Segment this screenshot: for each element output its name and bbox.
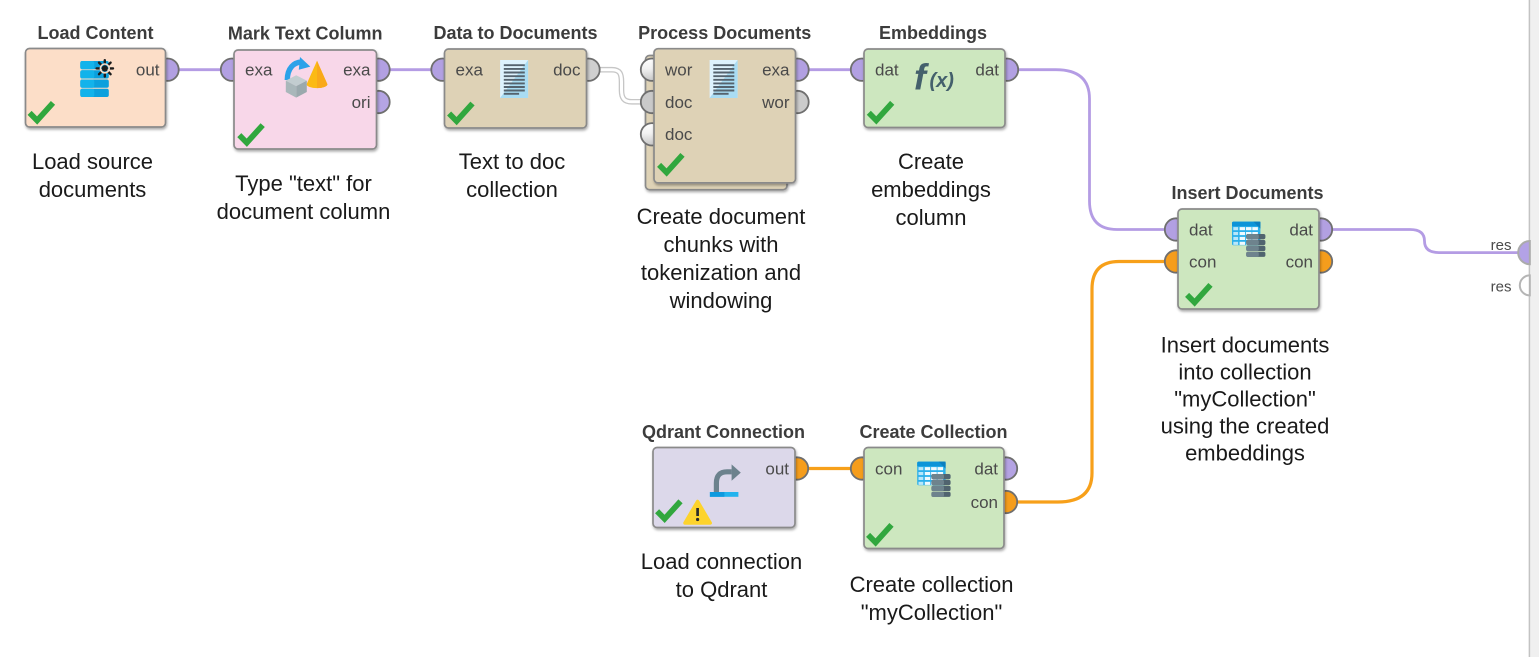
svg-text:exa: exa	[343, 61, 371, 80]
svg-text:"myCollection": "myCollection"	[861, 600, 1003, 625]
svg-text:column: column	[896, 205, 967, 230]
svg-text:con: con	[971, 493, 998, 512]
svg-text:document column: document column	[217, 199, 391, 224]
svg-text:Qdrant Connection: Qdrant Connection	[642, 422, 805, 442]
svg-text:res: res	[1491, 237, 1512, 254]
svg-text:into collection: into collection	[1178, 360, 1311, 385]
svg-text:doc: doc	[553, 61, 581, 80]
svg-text:dat: dat	[1289, 220, 1313, 239]
svg-text:wor: wor	[761, 93, 790, 112]
svg-text:exa: exa	[245, 61, 273, 80]
svg-text:tokenization and: tokenization and	[641, 260, 801, 285]
svg-text:Insert Documents: Insert Documents	[1171, 183, 1323, 203]
svg-text:Load source: Load source	[32, 149, 153, 174]
svg-text:Load connection: Load connection	[641, 549, 802, 574]
svg-text:collection: collection	[466, 177, 558, 202]
svg-text:"myCollection": "myCollection"	[1174, 387, 1316, 412]
svg-text:f: f	[914, 57, 929, 98]
svg-text:Text to doc: Text to doc	[459, 149, 565, 174]
svg-text:doc: doc	[665, 125, 693, 144]
svg-text:con: con	[1189, 252, 1216, 271]
svg-text:res: res	[1491, 279, 1512, 296]
svg-text:Mark Text Column: Mark Text Column	[228, 24, 383, 44]
svg-text:(x): (x)	[930, 70, 955, 92]
svg-text:dat: dat	[975, 61, 999, 80]
svg-text:out: out	[136, 61, 160, 80]
svg-text:dat: dat	[974, 459, 998, 478]
svg-text:wor: wor	[664, 61, 693, 80]
svg-text:Load Content: Load Content	[38, 23, 154, 43]
svg-text:Create collection: Create collection	[850, 572, 1014, 597]
svg-text:exa: exa	[762, 61, 790, 80]
svg-text:con: con	[1286, 252, 1313, 271]
svg-text:ori: ori	[352, 93, 371, 112]
svg-text:chunks with: chunks with	[664, 232, 779, 257]
svg-text:Create document: Create document	[637, 204, 806, 229]
svg-text:Type "text" for: Type "text" for	[235, 171, 372, 196]
svg-text:exa: exa	[456, 61, 484, 80]
svg-text:doc: doc	[665, 93, 693, 112]
svg-text:Embeddings: Embeddings	[879, 23, 987, 43]
svg-text:documents: documents	[39, 177, 147, 202]
svg-text:Create: Create	[898, 149, 964, 174]
svg-text:dat: dat	[875, 61, 899, 80]
svg-text:con: con	[875, 459, 902, 478]
svg-text:Data to Documents: Data to Documents	[433, 23, 597, 43]
svg-text:Insert documents: Insert documents	[1161, 333, 1330, 358]
svg-text:windowing: windowing	[669, 288, 773, 313]
svg-text:dat: dat	[1189, 220, 1213, 239]
svg-text:Create Collection: Create Collection	[859, 422, 1007, 442]
svg-text:embeddings: embeddings	[871, 177, 991, 202]
svg-text:to Qdrant: to Qdrant	[676, 577, 768, 602]
svg-text:out: out	[765, 459, 789, 478]
svg-text:Process Documents: Process Documents	[638, 23, 811, 43]
svg-text:embeddings: embeddings	[1185, 441, 1305, 466]
svg-text:using the created: using the created	[1161, 414, 1330, 439]
